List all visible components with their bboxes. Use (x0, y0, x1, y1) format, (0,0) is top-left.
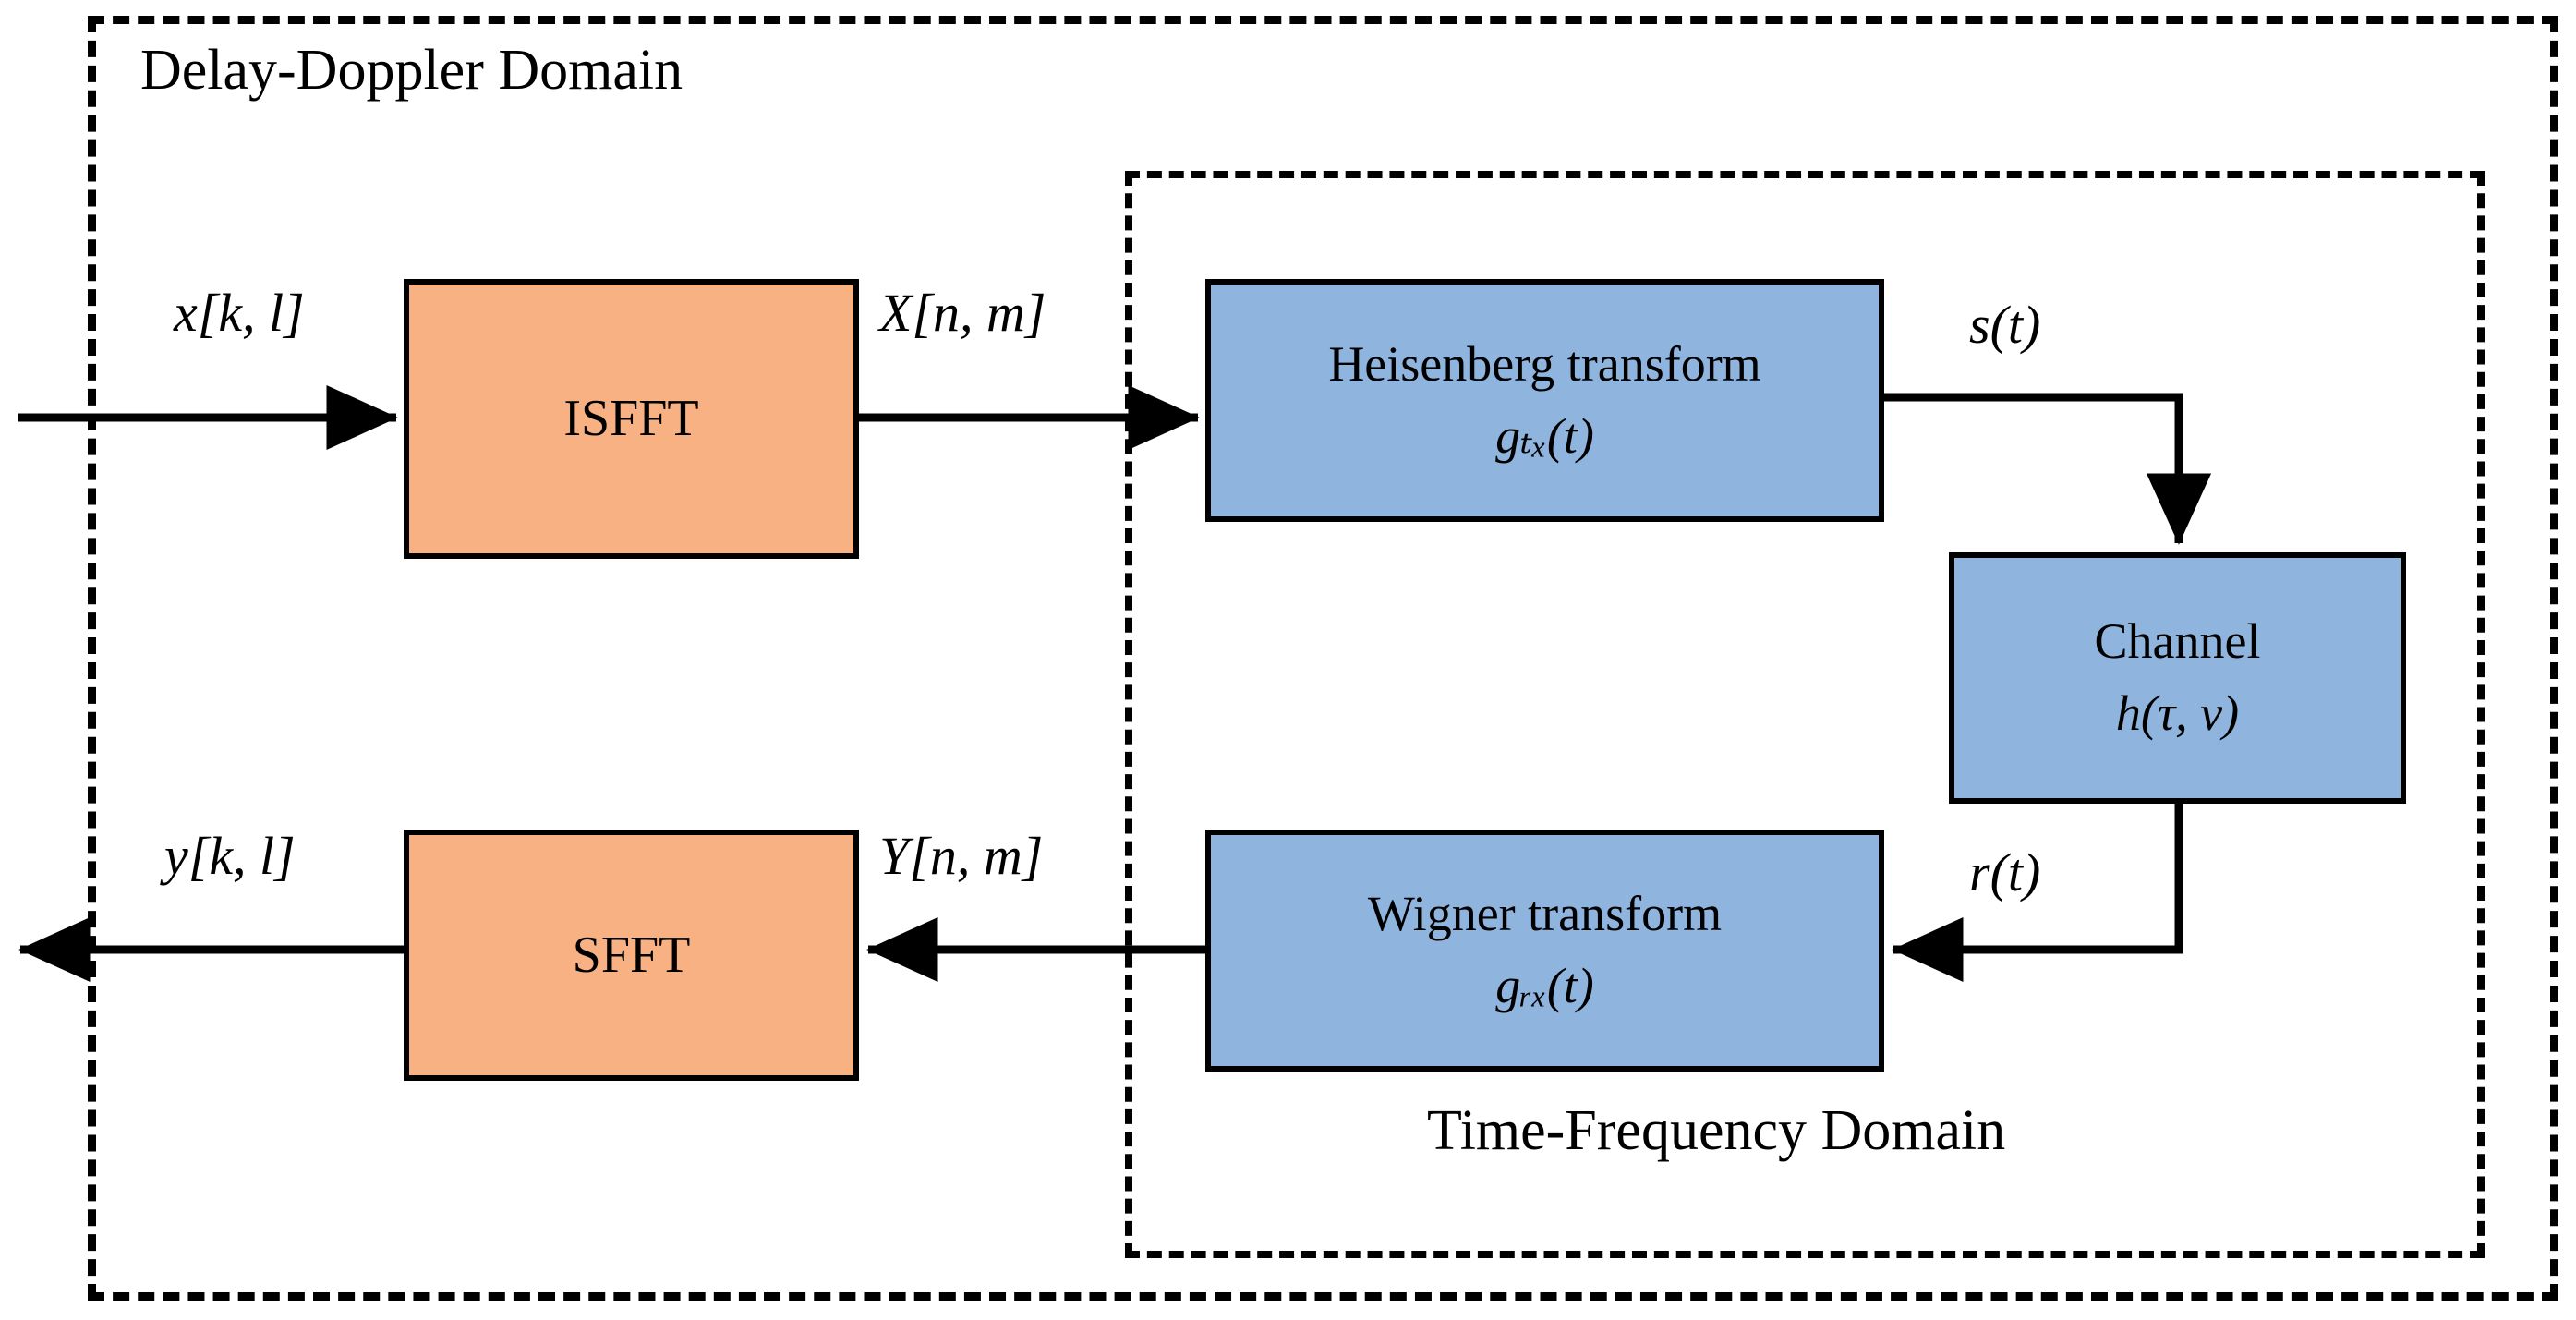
delay-doppler-domain-boundary (88, 16, 2558, 1301)
time-frequency-domain-boundary (1125, 171, 2485, 1258)
block-sfft[interactable]: SFFT (404, 830, 859, 1081)
block-wigner-pulse-shape: gᵣₓ(t) (1495, 958, 1594, 1013)
block-heisenberg-title: Heisenberg transform (1328, 335, 1761, 392)
block-channel[interactable]: Channel h(τ, v) (1949, 552, 2406, 804)
block-channel-response: h(τ, v) (2115, 685, 2240, 741)
block-sfft-label: SFFT (572, 926, 691, 984)
block-heisenberg-transform[interactable]: Heisenberg transform gₜₓ(t) (1205, 279, 1884, 522)
block-isfft[interactable]: ISFFT (404, 279, 859, 559)
signal-label-time-tx: s(t) (1969, 295, 2041, 355)
block-wigner-transform[interactable]: Wigner transform gᵣₓ(t) (1205, 830, 1884, 1072)
block-heisenberg-pulse-shape: gₜₓ(t) (1495, 407, 1594, 464)
signal-label-input-dd: x[k, l] (174, 283, 305, 343)
signal-label-time-rx: r(t) (1969, 842, 2041, 902)
block-channel-title: Channel (2094, 613, 2261, 670)
block-isfft-label: ISFFT (563, 390, 699, 448)
signal-label-tf-tx: X[n, m] (879, 283, 1046, 343)
block-wigner-title: Wigner transform (1367, 886, 1723, 942)
delay-doppler-domain-label: Delay-Doppler Domain (140, 39, 683, 102)
signal-label-output-dd: y[k, l] (164, 826, 296, 886)
signal-label-tf-rx: Y[n, m] (879, 826, 1044, 886)
time-frequency-domain-label: Time-Frequency Domain (1427, 1099, 2006, 1162)
